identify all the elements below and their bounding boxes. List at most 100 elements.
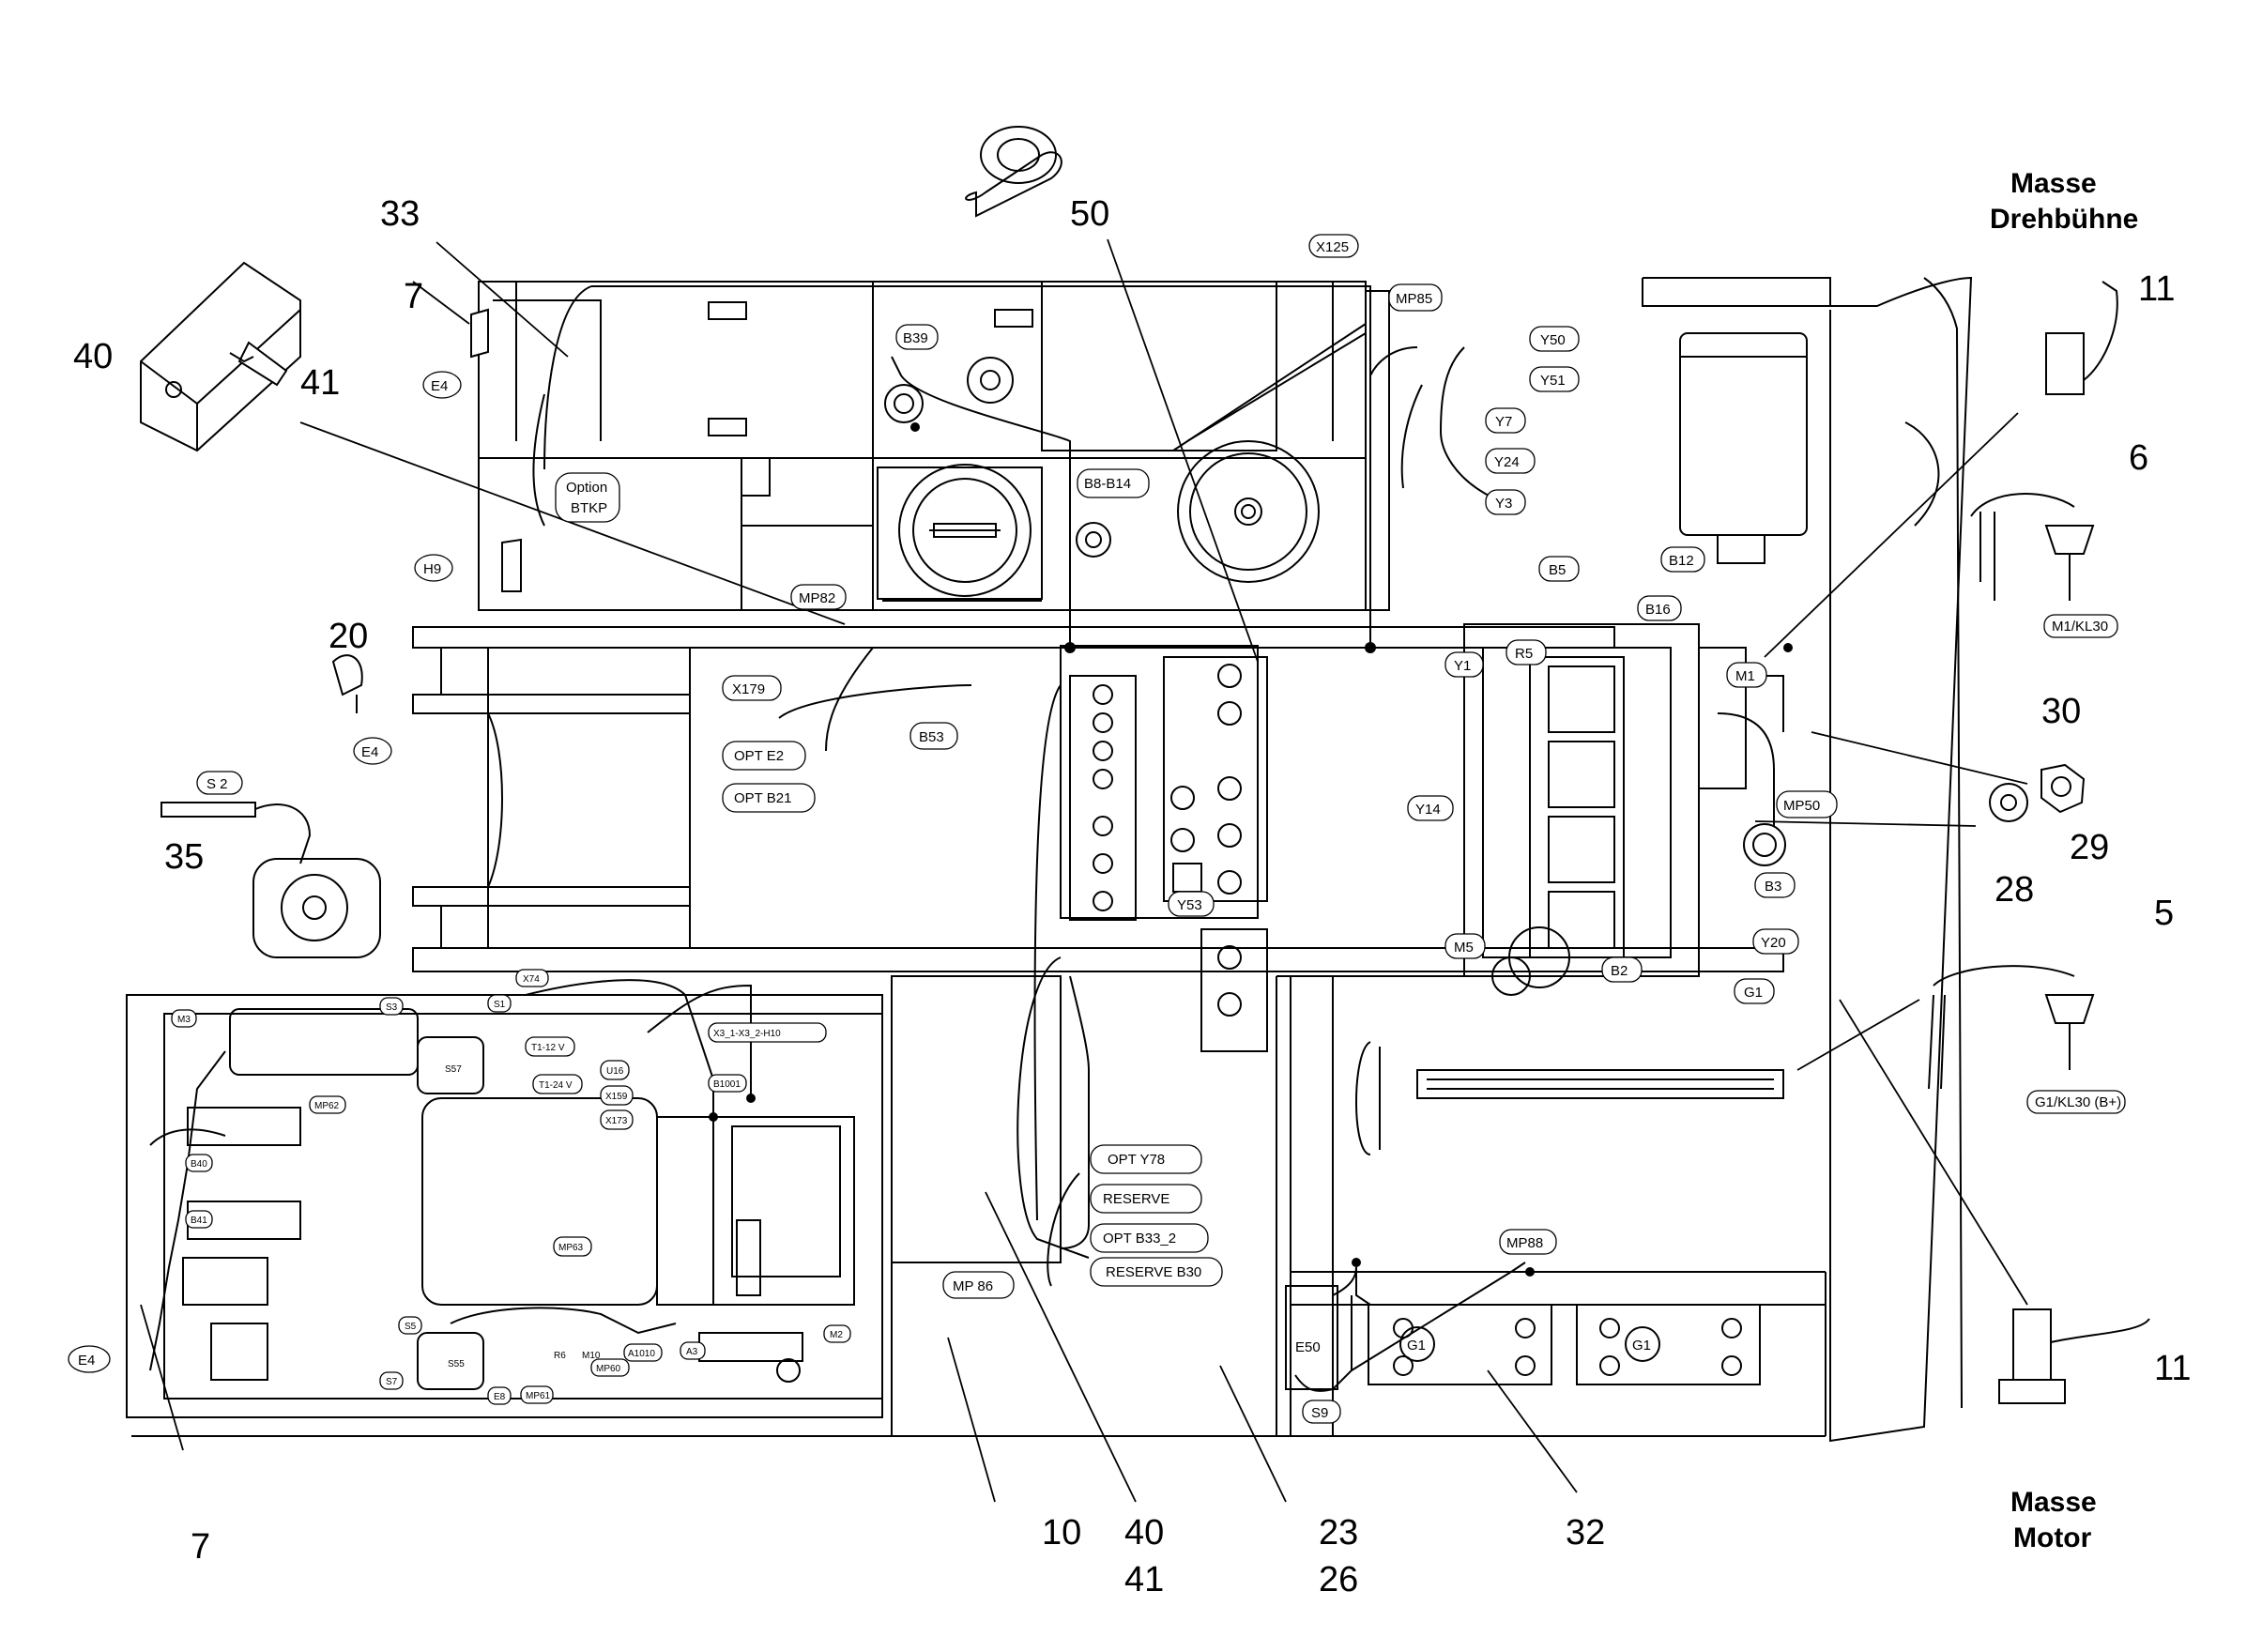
- tag-u16: U16: [606, 1066, 624, 1077]
- callout-numbers: 33 7 40 41 20 35 50 11 6 30 29 28 5 11 7…: [73, 194, 2191, 1599]
- tag-e4-bottom: E4: [78, 1353, 95, 1369]
- tag-s5: S5: [405, 1322, 417, 1332]
- heading-masse-motor-line2: Motor: [2013, 1522, 2092, 1553]
- tag-m5: M5: [1454, 940, 1474, 956]
- engine-block: [1355, 332, 1808, 1155]
- callout-32: 32: [1566, 1513, 1605, 1553]
- callout-33: 33: [380, 194, 420, 234]
- tag-s9: S9: [1311, 1405, 1328, 1421]
- tag-y53: Y53: [1177, 897, 1202, 913]
- tag-y50: Y50: [1540, 332, 1566, 348]
- callout-40-bottom: 40: [1124, 1513, 1164, 1553]
- upper-cabin-housing: [478, 281, 1418, 611]
- callout-23: 23: [1319, 1513, 1358, 1553]
- tag-m10: M10: [582, 1351, 601, 1361]
- tag-h9: H9: [423, 561, 441, 577]
- tag-reserve: RESERVE: [1103, 1191, 1169, 1207]
- tag-x74: X74: [523, 974, 540, 985]
- tag-r6: R6: [554, 1351, 566, 1361]
- leader-lines: [140, 238, 2028, 1503]
- callout-5: 5: [2154, 894, 2174, 933]
- tag-y1: Y1: [1454, 658, 1471, 674]
- tag-y20: Y20: [1761, 935, 1786, 951]
- tag-e4-mid: E4: [361, 744, 378, 760]
- tag-opt-e2: OPT E2: [734, 748, 784, 764]
- ground-headings: Masse Drehbühne Masse Motor: [1990, 168, 2138, 1553]
- tag-m1-kl30: M1/KL30: [2052, 619, 2108, 635]
- tag-y7: Y7: [1495, 414, 1512, 430]
- tag-a1010: A1010: [628, 1349, 655, 1359]
- tag-r5: R5: [1515, 646, 1533, 662]
- tag-s7: S7: [386, 1377, 398, 1387]
- heading-masse-drehbuehne-line2: Drehbühne: [1990, 204, 2138, 235]
- tag-x125: X125: [1316, 239, 1349, 255]
- tag-b1001: B1001: [713, 1079, 741, 1090]
- tag-y51: Y51: [1540, 373, 1566, 389]
- tag-mp60: MP60: [596, 1364, 621, 1374]
- callout-41-top: 41: [300, 363, 340, 403]
- callout-41-bottom: 41: [1124, 1560, 1164, 1599]
- tag-b8-b14: B8-B14: [1084, 476, 1131, 492]
- tag-m2: M2: [830, 1330, 843, 1340]
- tag-m1: M1: [1735, 668, 1755, 684]
- tag-b2: B2: [1611, 963, 1628, 979]
- tag-mp85: MP85: [1396, 291, 1432, 307]
- tag-mp82: MP82: [799, 590, 835, 606]
- heading-masse-motor-line1: Masse: [2010, 1487, 2097, 1518]
- tag-e8: E8: [494, 1392, 506, 1402]
- callout-29: 29: [2070, 828, 2109, 867]
- tag-e50: E50: [1295, 1339, 1321, 1355]
- tag-mp86: MP 86: [953, 1278, 993, 1294]
- callout-10: 10: [1042, 1513, 1081, 1553]
- tag-s2: S 2: [206, 776, 228, 792]
- tag-a3: A3: [686, 1347, 698, 1357]
- callout-11-bottom: 11: [2154, 1349, 2191, 1388]
- tag-s57: S57: [445, 1064, 462, 1075]
- callout-7-top: 7: [404, 277, 423, 316]
- callout-50: 50: [1070, 194, 1109, 234]
- tag-b5: B5: [1549, 562, 1566, 578]
- tag-opt-b33-2: OPT B33_2: [1103, 1231, 1176, 1247]
- tag-x159: X159: [605, 1092, 628, 1102]
- tag-opt-b21: OPT B21: [734, 790, 791, 806]
- tag-s55: S55: [448, 1359, 465, 1369]
- tag-mp50: MP50: [1783, 798, 1820, 814]
- tag-mp62: MP62: [314, 1101, 340, 1111]
- tag-g1-kl30: G1/KL30 (B+): [2035, 1094, 2121, 1110]
- connector-dots: [709, 422, 1793, 1277]
- loose-parts: [140, 126, 2150, 1404]
- tag-b53: B53: [919, 729, 944, 745]
- tag-y3: Y3: [1495, 496, 1512, 512]
- tag-g1-engine: G1: [1744, 985, 1763, 1001]
- chassis-frame: [131, 276, 1973, 1443]
- tag-y24: Y24: [1494, 454, 1520, 470]
- tag-reserve-b30: RESERVE B30: [1106, 1264, 1201, 1280]
- callout-30: 30: [2041, 692, 2081, 731]
- tag-btkp: BTKP: [571, 500, 607, 516]
- tag-y14: Y14: [1415, 802, 1441, 818]
- harness-wires: [149, 285, 1526, 1392]
- tag-s3: S3: [386, 1002, 398, 1013]
- heading-masse-drehbuehne-line1: Masse: [2010, 168, 2097, 199]
- tag-b3: B3: [1765, 879, 1781, 895]
- callout-40-top: 40: [73, 337, 113, 376]
- callout-6: 6: [2129, 438, 2148, 478]
- tag-x173: X173: [605, 1116, 628, 1126]
- tag-m3: M3: [177, 1015, 191, 1025]
- callout-20: 20: [329, 617, 368, 656]
- tag-g1-left: G1: [1407, 1338, 1426, 1354]
- tag-b16: B16: [1645, 602, 1671, 618]
- tag-e4-top: E4: [431, 378, 448, 394]
- battery-compartment: [126, 994, 883, 1418]
- callout-28: 28: [1995, 870, 2034, 910]
- tag-b41: B41: [191, 1216, 207, 1226]
- generator-pair: [1285, 1285, 1761, 1390]
- tag-opt-y78: OPT Y78: [1108, 1152, 1165, 1168]
- hydraulic-valve-block: [1060, 645, 1268, 1052]
- tag-b40: B40: [191, 1159, 207, 1170]
- tag-g1-right: G1: [1632, 1338, 1651, 1354]
- callout-35: 35: [164, 837, 204, 877]
- callout-26: 26: [1319, 1560, 1358, 1599]
- tag-s1: S1: [494, 1000, 506, 1010]
